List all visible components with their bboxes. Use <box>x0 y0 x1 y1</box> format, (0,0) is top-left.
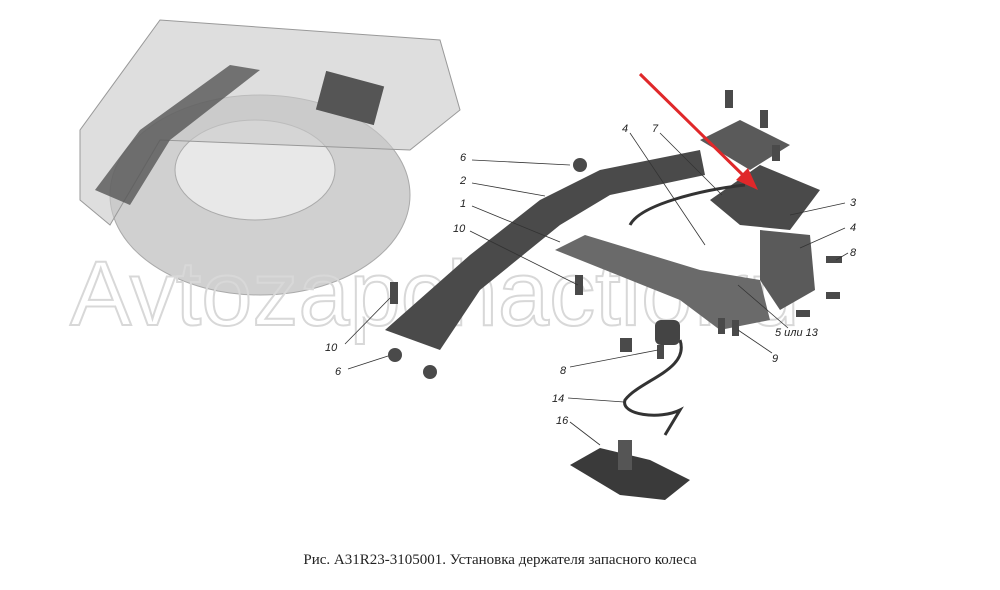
bolt-8b <box>657 345 664 359</box>
chassis-frame <box>79 19 461 226</box>
bolt <box>772 145 780 161</box>
callout-16: 16 <box>556 415 569 427</box>
leader-lines <box>344 132 849 446</box>
plug <box>620 338 632 352</box>
callout-5-or-13: 5 или 13 <box>775 327 819 339</box>
holder-beam-part-2 <box>385 150 705 350</box>
cable-part-14 <box>623 339 684 436</box>
pin <box>618 440 632 470</box>
callout-4-right: 4 <box>850 222 856 234</box>
nut-6a <box>573 158 587 172</box>
figure-caption: Рис. А31R23-3105001. Установка держателя… <box>303 552 697 568</box>
callout-labels: 6 2 1 10 4 7 3 4 8 10 6 5 или 13 9 8 14 … <box>325 123 857 427</box>
bolt-8 <box>826 256 842 263</box>
bolt-10b <box>390 282 398 304</box>
bracket-part-1 <box>555 235 770 330</box>
callout-8: 8 <box>850 247 857 259</box>
spare-wheel-holder-diagram: Avtozapchactio.ru <box>69 19 857 500</box>
bolt-10a <box>575 275 583 295</box>
callout-2: 2 <box>459 175 466 187</box>
bolt <box>826 292 840 299</box>
upper-plate <box>700 120 790 170</box>
exploded-parts <box>385 90 842 500</box>
callout-9: 9 <box>772 353 778 365</box>
inset-plate <box>315 70 385 126</box>
bolt <box>796 310 810 317</box>
bracket-part-4 <box>760 230 815 310</box>
callout-14: 14 <box>552 393 564 405</box>
callout-3: 3 <box>850 197 857 209</box>
inset-spare-wheel-view <box>79 19 461 296</box>
nut <box>423 365 437 379</box>
handle-part-16 <box>570 448 690 500</box>
callout-4: 4 <box>622 123 628 135</box>
plate-part-3 <box>710 165 820 230</box>
callout-6-left: 6 <box>335 366 342 378</box>
callout-6: 6 <box>460 152 467 164</box>
cable-clip <box>655 320 680 345</box>
bolt <box>718 318 725 334</box>
bolt <box>725 90 733 108</box>
red-pointer-arrow <box>638 72 758 190</box>
callout-10-left: 10 <box>325 342 338 354</box>
inset-holder-bracket <box>95 65 260 205</box>
bolt-9 <box>732 320 739 336</box>
callout-1: 1 <box>460 198 466 210</box>
callout-8-lower: 8 <box>560 365 567 377</box>
bolt <box>760 110 768 128</box>
callout-7: 7 <box>652 123 659 135</box>
callout-10: 10 <box>453 223 466 235</box>
nut-6b <box>388 348 402 362</box>
